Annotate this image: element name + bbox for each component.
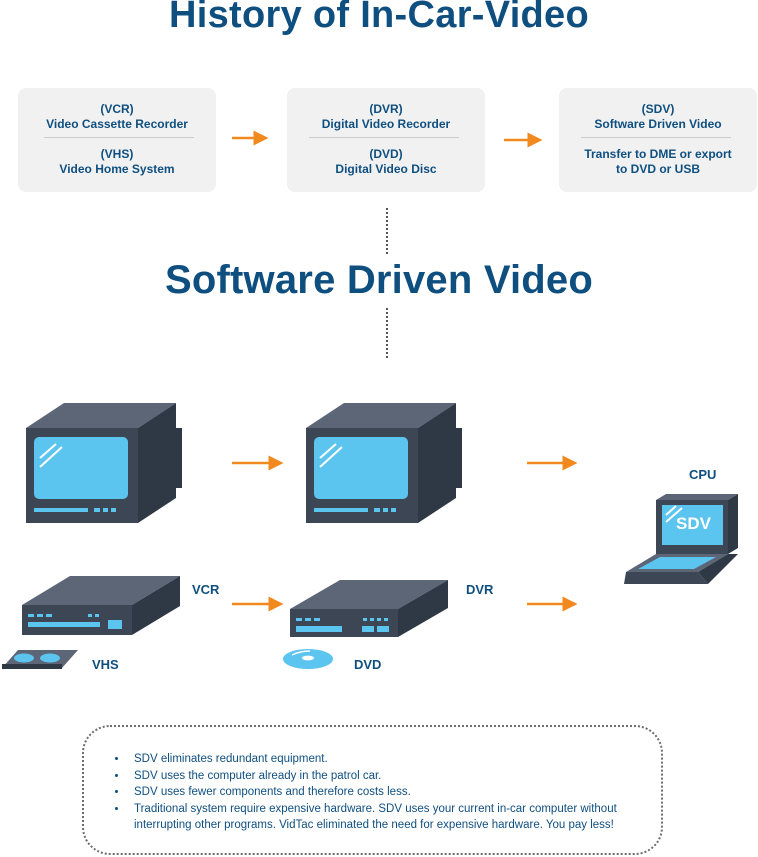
era-dvd-name: Digital Video Disc (335, 162, 437, 176)
era-vhs-name: Video Home System (59, 162, 175, 176)
era-box-vcr: (VCR) Video Cassette Recorder (VHS) Vide… (18, 88, 216, 192)
dvd-label: DVD (354, 657, 382, 672)
benefits-list: SDV eliminates redundant equipment. SDV … (84, 751, 631, 834)
list-item: SDV uses fewer components and therefore … (128, 784, 631, 801)
vcr-label: VCR (192, 582, 220, 597)
laptop-screen-label: SDV (676, 514, 711, 533)
dvr-deck-icon (290, 580, 448, 637)
era-dvr-name: Digital Video Recorder (321, 117, 451, 131)
vcr-deck-icon (22, 576, 180, 635)
section-title: Software Driven Video (164, 258, 594, 302)
era-sdv-name: Software Driven Video (594, 117, 722, 131)
dotted-connector (386, 208, 388, 254)
laptop-icon (624, 494, 738, 584)
divider (44, 137, 194, 138)
monitor-icon (26, 403, 182, 523)
era-sdv-abbr: (SDV) (641, 102, 675, 116)
cpu-label: CPU (689, 467, 717, 482)
era-vcr-abbr: (VCR) (100, 102, 134, 116)
era-box-sdv: (SDV) Software Driven Video Transfer to … (559, 88, 757, 192)
era-dvr-abbr: (DVR) (369, 102, 403, 116)
dvr-label: DVR (466, 582, 494, 597)
era-dvd-abbr: (DVD) (369, 147, 403, 161)
benefits-note-box: SDV eliminates redundant equipment. SDV … (82, 725, 663, 855)
dotted-connector (386, 308, 388, 358)
divider (581, 137, 731, 138)
list-item: SDV eliminates redundant equipment. (128, 751, 631, 768)
era-sdv-transfer-line1: Transfer to DME or export (584, 147, 732, 161)
vhs-label: VHS (92, 657, 119, 672)
list-item: Traditional system require expensive har… (128, 801, 631, 834)
era-box-dvr: (DVR) Digital Video Recorder (DVD) Digit… (287, 88, 485, 192)
era-sdv-transfer-line2: to DVD or USB (616, 162, 700, 176)
monitor-icon (306, 403, 462, 523)
list-item: SDV uses the computer already in the pat… (128, 768, 631, 785)
page-title: History of In-Car-Video (168, 0, 590, 36)
era-vhs-abbr: (VHS) (100, 147, 134, 161)
vhs-tape-icon (2, 650, 78, 669)
divider (309, 137, 459, 138)
era-vcr-name: Video Cassette Recorder (46, 117, 188, 131)
dvd-disc-icon (283, 649, 333, 669)
